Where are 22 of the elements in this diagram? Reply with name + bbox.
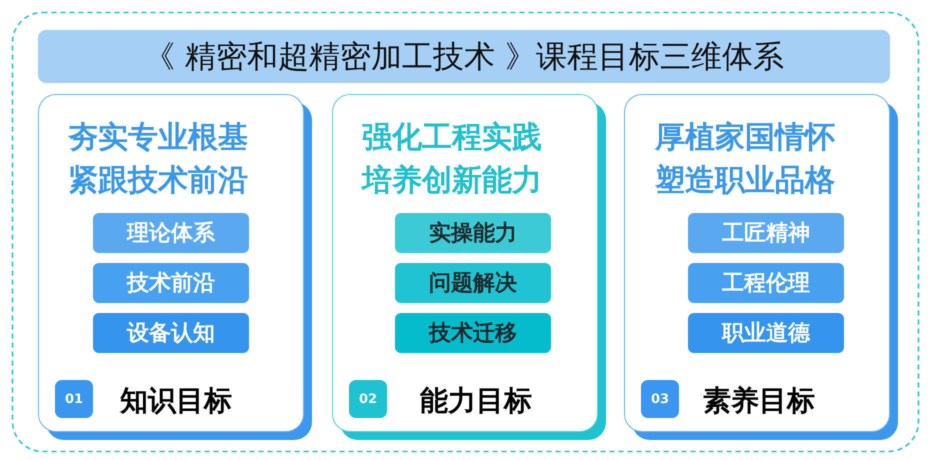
topic-tag: 技术前沿 xyxy=(93,263,249,303)
topic-tag: 实操能力 xyxy=(395,213,551,253)
number-badge: 02 xyxy=(349,380,387,418)
goal-label: 素养目标 xyxy=(703,383,815,419)
card-heading: 强化工程实践培养创新能力 xyxy=(362,119,543,200)
topic-tag: 职业道德 xyxy=(688,313,844,353)
topic-tag: 理论体系 xyxy=(93,213,249,253)
goal-label: 知识目标 xyxy=(120,383,232,419)
topic-tag: 工匠精神 xyxy=(688,213,844,253)
number-badge: 01 xyxy=(55,380,93,418)
card-heading: 夯实专业根基紧跟技术前沿 xyxy=(68,119,249,200)
topic-tag: 问题解决 xyxy=(395,263,551,303)
topic-tag: 工程伦理 xyxy=(688,263,844,303)
goal-card xyxy=(624,94,898,440)
goal-label: 能力目标 xyxy=(420,383,532,419)
topic-tag: 技术迁移 xyxy=(395,313,551,353)
goal-card xyxy=(38,94,312,440)
card-heading: 厚植家国情怀塑造职业品格 xyxy=(655,119,836,200)
goal-card xyxy=(332,94,606,440)
topic-tag: 设备认知 xyxy=(93,313,249,353)
title-banner: 《 精密和超精密加工技术 》课程目标三维体系 xyxy=(38,30,890,83)
number-badge: 03 xyxy=(641,380,679,418)
